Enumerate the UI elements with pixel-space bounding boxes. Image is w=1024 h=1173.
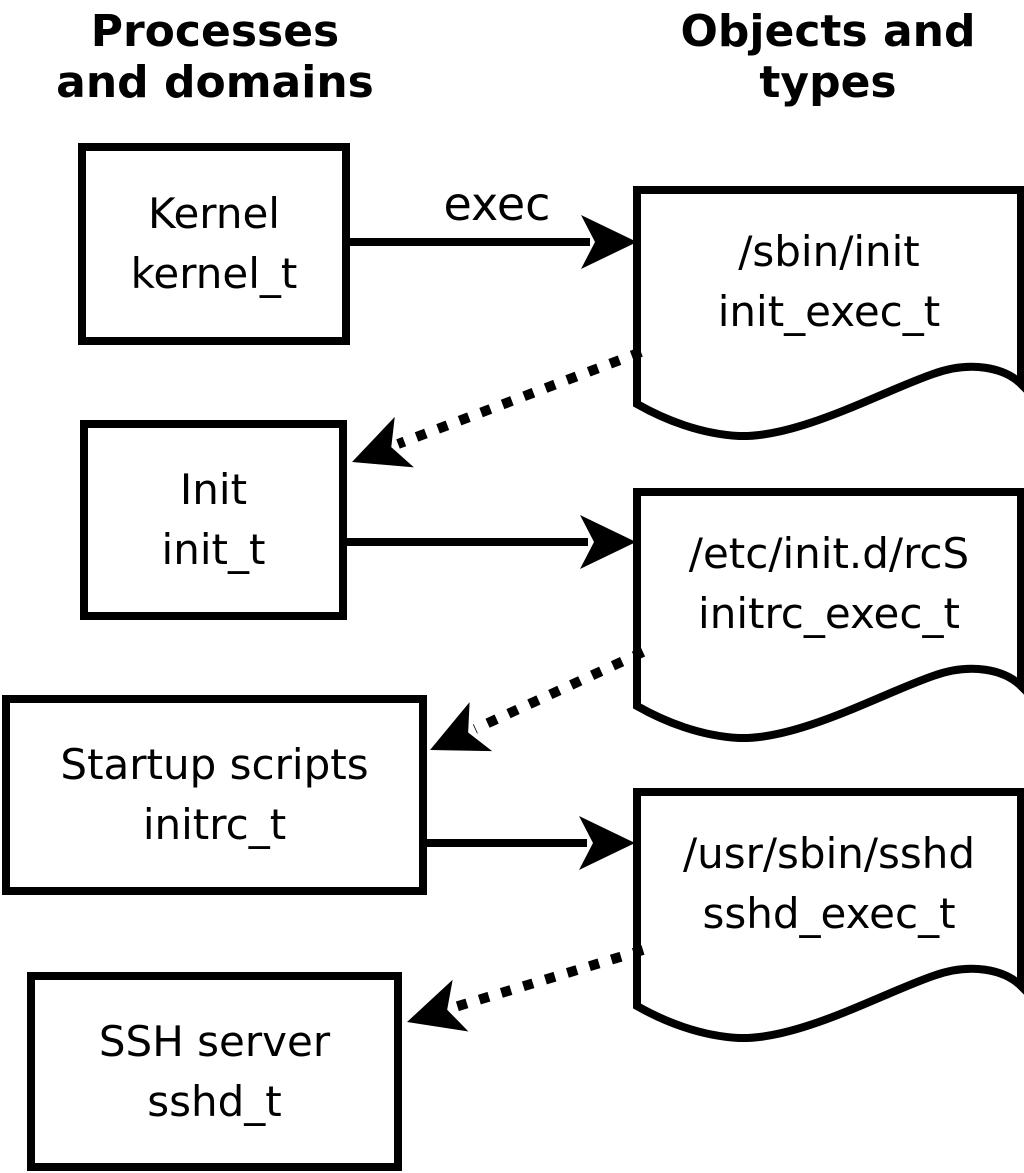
object-doc-initrc-exec: /etc/init.d/rcS initrc_exec_t — [633, 488, 1024, 748]
arrowhead-icon — [430, 702, 493, 752]
process-box-initrc: Startup scripts initrc_t — [2, 695, 427, 895]
transition-arrow-line — [472, 647, 646, 734]
object-doc-init-exec-label: /sbin/init init_exec_t — [717, 227, 941, 336]
object-doc-sshd-exec-label: /usr/sbin/sshd sshd_exec_t — [682, 829, 976, 938]
document-shape-icon — [633, 186, 1024, 441]
transition-arrow-initrc-exec-to-initrc — [430, 647, 646, 752]
exec-edge-label: exec — [443, 177, 551, 231]
column-header-objects: Objects and types — [680, 6, 976, 108]
arrowhead-icon — [580, 515, 636, 569]
column-header-processes: Processes and domains — [56, 6, 374, 108]
document-shape-icon — [633, 788, 1024, 1043]
process-box-init: Init init_t — [80, 420, 347, 620]
transition-arrow-sshd-exec-to-sshd — [407, 945, 645, 1032]
object-doc-init-exec: /sbin/init init_exec_t — [633, 186, 1024, 446]
object-doc-initrc-exec-label: /etc/init.d/rcS initrc_exec_t — [688, 529, 970, 638]
object-doc-sshd-exec: /usr/sbin/sshd sshd_exec_t — [633, 788, 1024, 1048]
document-outline — [633, 788, 1024, 1043]
transition-arrow-line — [396, 347, 643, 449]
document-shape-icon — [633, 488, 1024, 743]
exec-arrow-initrc-to-sshd-exec — [425, 816, 635, 870]
arrowhead-icon — [352, 416, 414, 468]
arrowhead-icon — [579, 816, 635, 870]
process-box-kernel-label: Kernel kernel_t — [130, 189, 298, 298]
process-box-sshd-label: SSH server sshd_t — [98, 1016, 331, 1126]
transition-arrow-init-exec-to-init — [352, 347, 643, 468]
exec-arrow-init-to-initrc-exec — [345, 515, 636, 569]
process-box-sshd: SSH server sshd_t — [27, 972, 402, 1171]
document-outline — [633, 186, 1024, 441]
transition-arrow-line — [453, 945, 645, 1012]
document-outline — [633, 488, 1024, 743]
arrowhead-icon — [407, 979, 469, 1032]
process-box-initrc-label: Startup scripts initrc_t — [60, 740, 369, 849]
process-box-init-label: Init init_t — [161, 465, 266, 574]
process-box-kernel: Kernel kernel_t — [78, 143, 350, 345]
